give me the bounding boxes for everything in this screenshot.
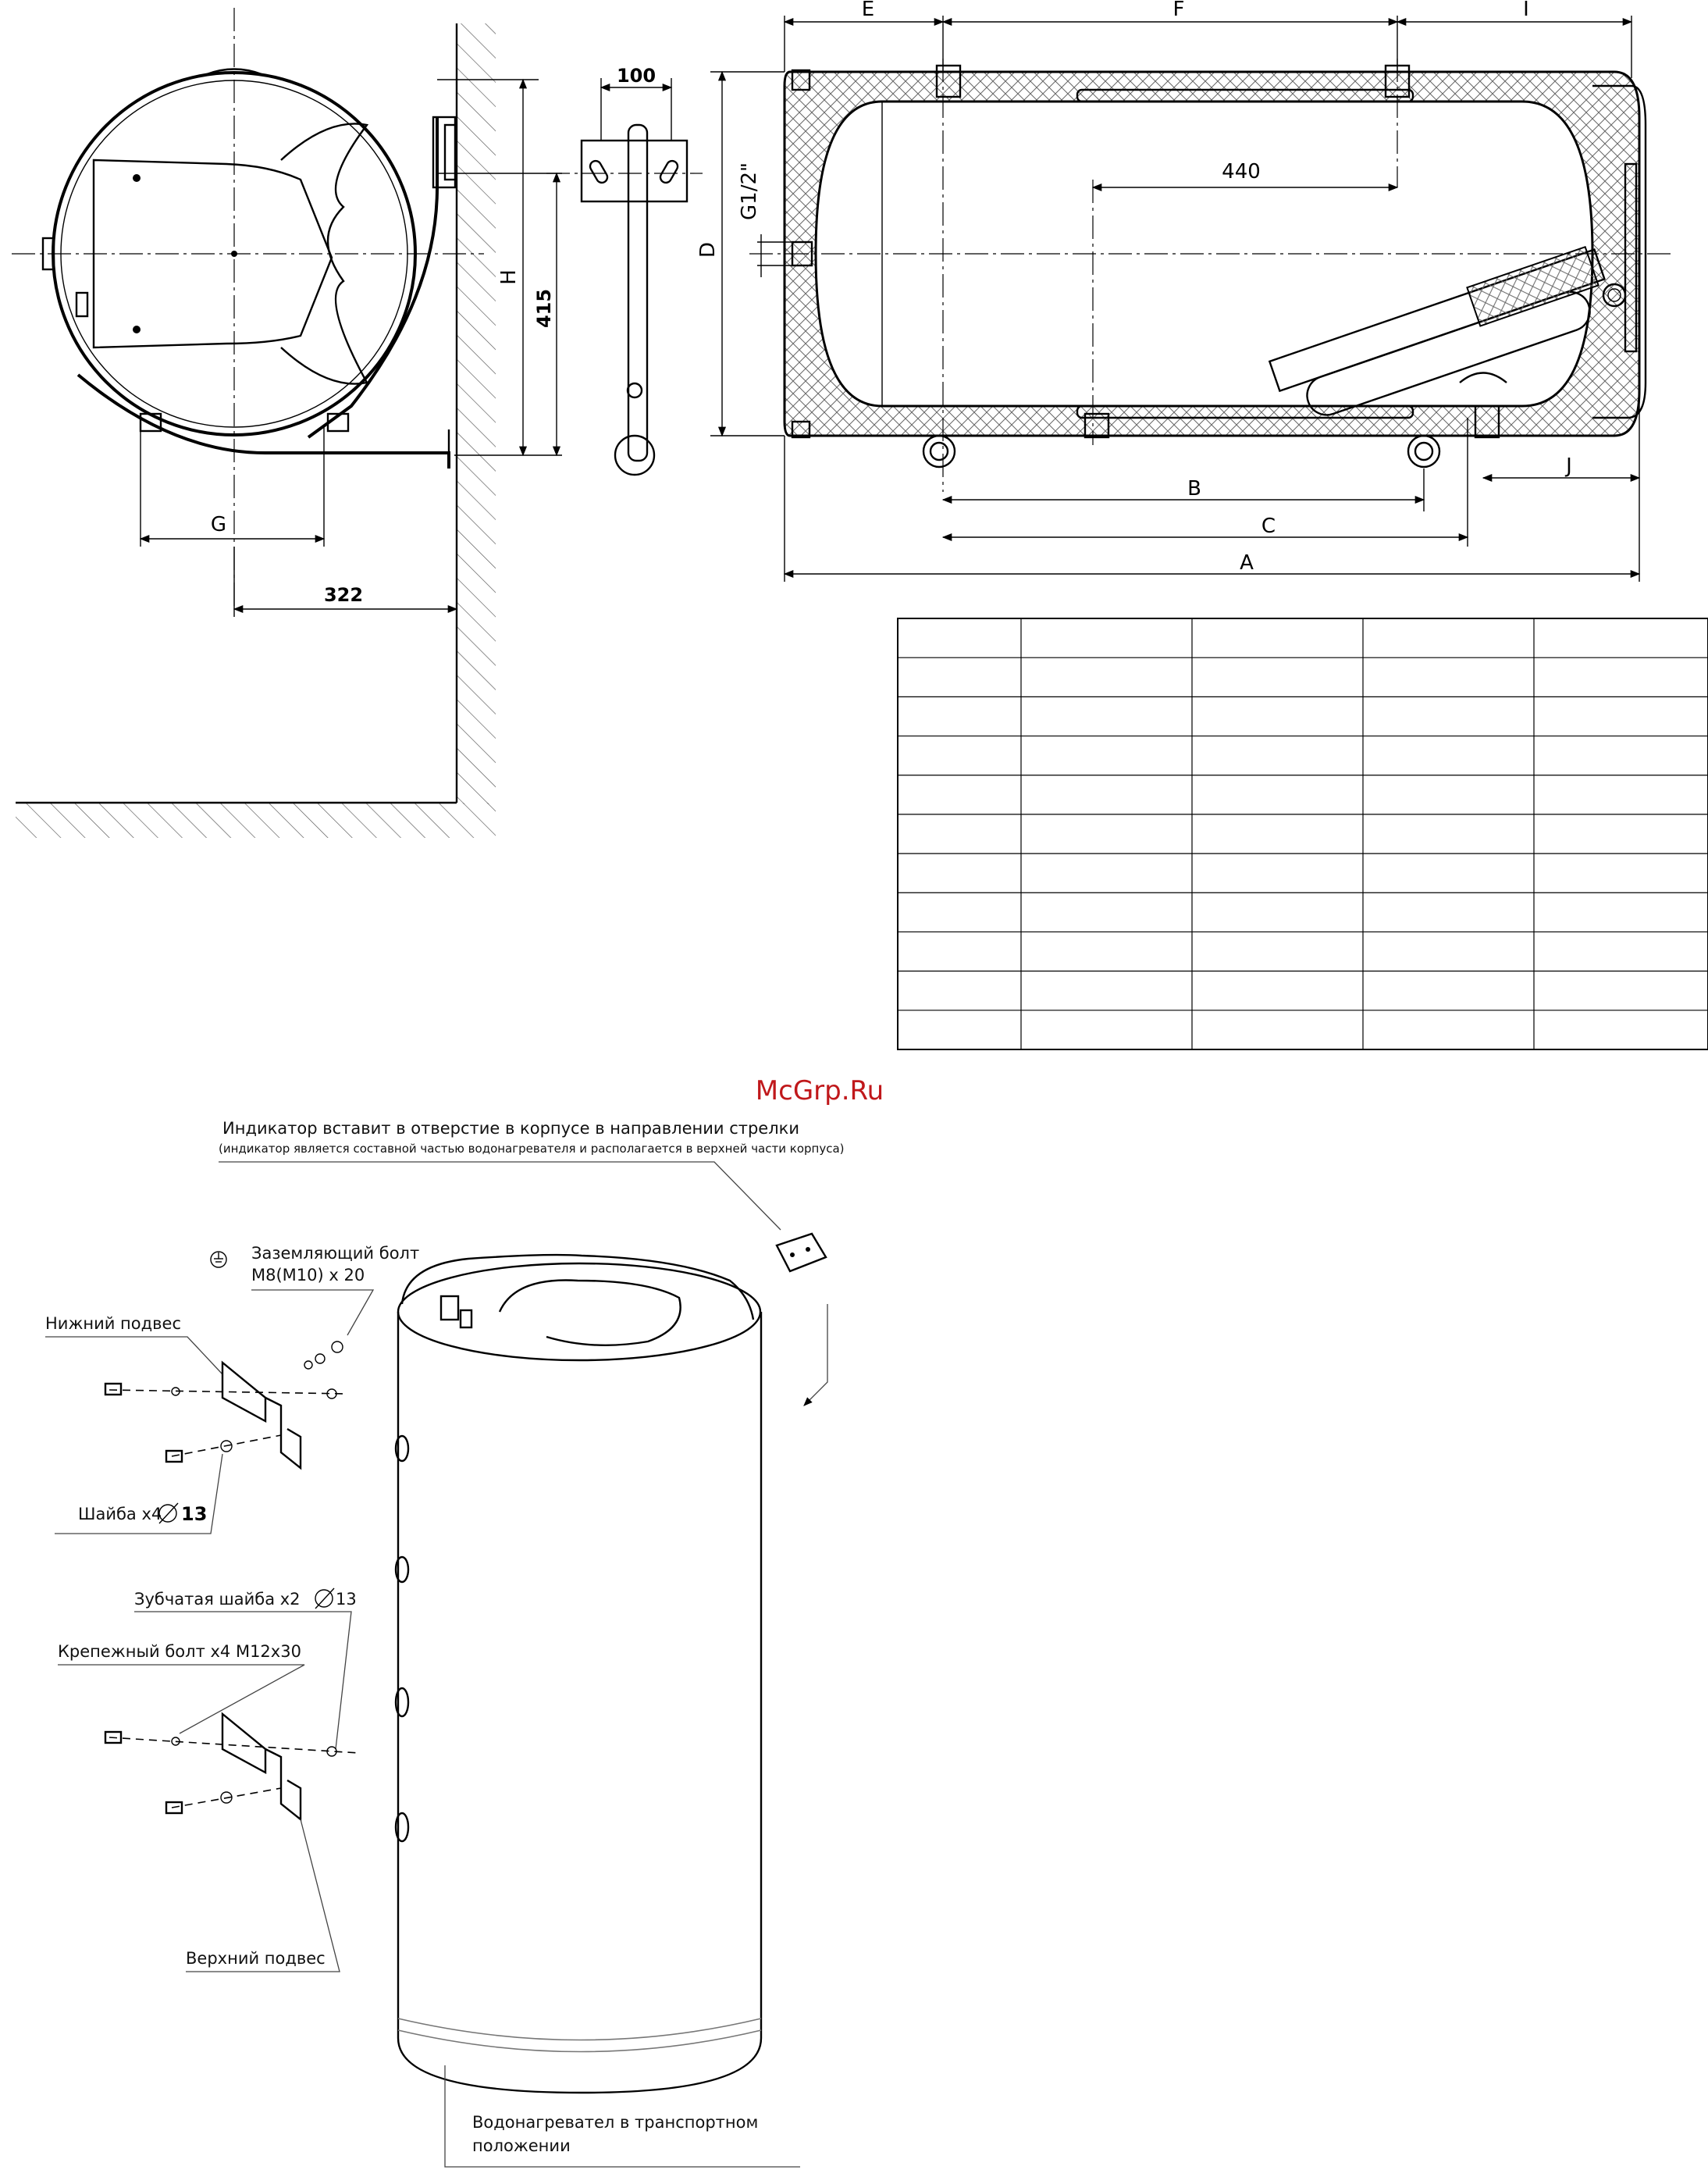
dim-e: E xyxy=(862,0,874,21)
inner-tank xyxy=(814,100,1594,408)
washer-label: Шайба x4 xyxy=(78,1505,162,1523)
transport-label-1: Водонагревател в транспортном xyxy=(472,2113,758,2132)
dim-g: G xyxy=(211,513,226,536)
diameter-icon xyxy=(158,1504,177,1523)
dim-322: 322 xyxy=(324,584,363,606)
lower-bracket-label: Нижний подвес xyxy=(45,1314,181,1333)
dim-i: I xyxy=(1523,0,1529,21)
dim-h: H xyxy=(497,269,521,285)
dim-c: C xyxy=(1261,515,1276,538)
dim-j: J xyxy=(1564,454,1572,478)
tooth-washer-size: 13 xyxy=(336,1590,357,1609)
ground-icon xyxy=(210,1251,227,1268)
dim-440: 440 xyxy=(1222,160,1261,183)
dim-g12: G1/2" xyxy=(738,162,761,220)
floor-hatch xyxy=(16,803,496,838)
front-view: E F I D G1/2" 440 B C A J xyxy=(696,0,1671,582)
dim-d: D xyxy=(696,242,720,258)
lower-bracket-part xyxy=(104,1341,348,1470)
bracket-view: 100 xyxy=(546,65,703,476)
dim-100: 100 xyxy=(617,65,656,87)
transport-label-2: положении xyxy=(472,2136,571,2155)
dim-a: A xyxy=(1240,551,1254,575)
indicator-part xyxy=(775,1232,827,1273)
indicator-note: Индикатор вставит в отверстие в корпусе … xyxy=(222,1119,799,1138)
dim-f: F xyxy=(1173,0,1185,21)
indicator-subnote: (индикатор является составной частью вод… xyxy=(219,1142,845,1156)
ground-bolt-label-1: Заземляющий болт xyxy=(251,1244,419,1263)
dim-415: 415 xyxy=(533,289,555,328)
upper-bracket-part xyxy=(104,1712,360,1822)
installation-diagram: Индикатор вставит в отверстие в корпусе … xyxy=(45,1119,845,2168)
dimension-table xyxy=(897,618,1708,1050)
tooth-washer-label: Зубчатая шайба x2 xyxy=(134,1590,301,1609)
dim-b: B xyxy=(1187,477,1201,501)
water-heater-cylinder xyxy=(394,1253,763,2094)
upper-bracket-label: Верхний подвес xyxy=(186,1949,326,1968)
diameter-icon-2 xyxy=(315,1589,333,1608)
fixing-bolt-label: Крепежный болт x4 M12x30 xyxy=(58,1642,301,1661)
washer-size: 13 xyxy=(181,1503,207,1525)
wall-hatch xyxy=(457,23,496,804)
side-view: H 415 G 322 xyxy=(12,8,562,838)
watermark: McGrp.Ru xyxy=(756,1075,884,1106)
ground-bolt-label-2: M8(M10) x 20 xyxy=(251,1266,365,1284)
